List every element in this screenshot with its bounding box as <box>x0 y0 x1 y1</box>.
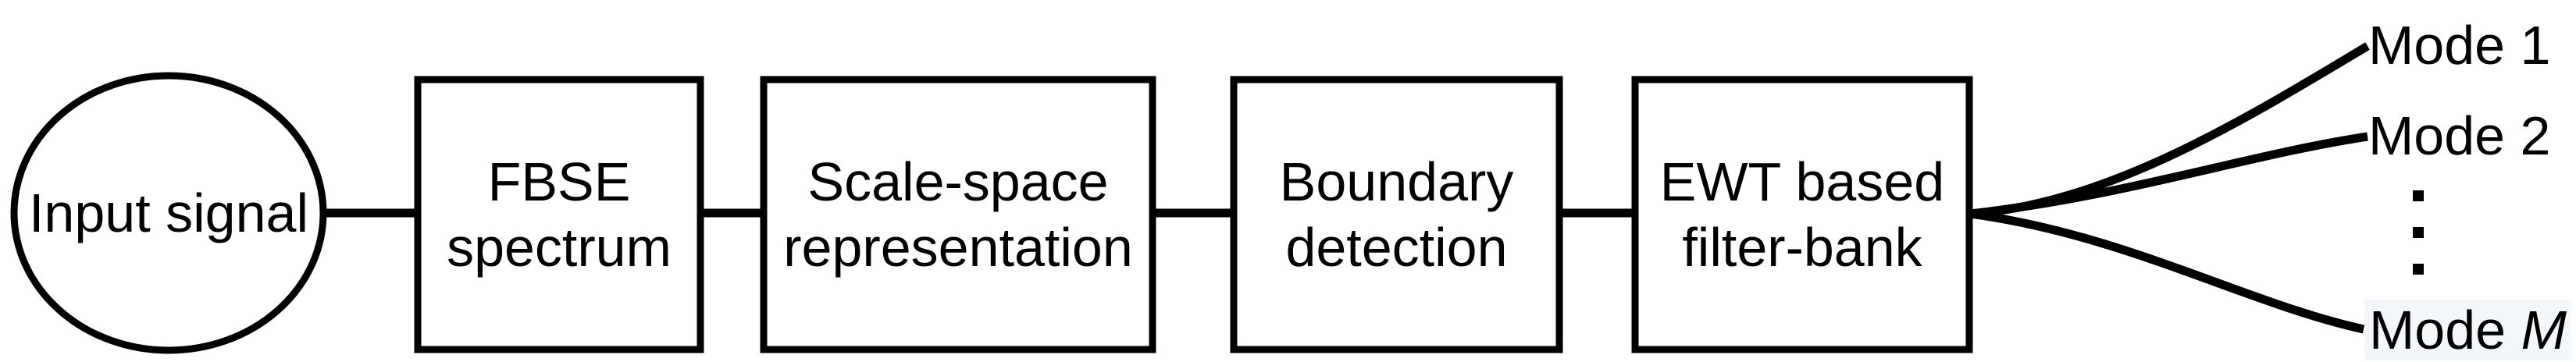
block-boundary-detection[interactable] <box>1230 76 1563 353</box>
vertical-ellipsis-icon <box>2413 190 2424 275</box>
ellipsis-dot-2 <box>2413 227 2424 238</box>
output-mode-m-index: M <box>2521 300 2567 360</box>
output-mode-1-text: Mode 1 <box>2368 15 2551 76</box>
branch-to-mode-2 <box>1969 132 2368 218</box>
output-label-mode-m: Mode M <box>2364 300 2571 360</box>
input-signal-ellipse[interactable] <box>10 72 327 354</box>
output-mode-2-text: Mode 2 <box>2368 105 2551 166</box>
output-label-mode-1: Mode 1 <box>2368 18 2550 73</box>
block-ewt-filter-bank[interactable] <box>1631 76 1973 353</box>
branch-to-mode-1 <box>1969 42 2370 218</box>
ellipsis-dot-3 <box>2413 264 2424 275</box>
branch-to-mode-m <box>1969 209 2365 334</box>
output-label-mode-2: Mode 2 <box>2368 108 2550 163</box>
ellipsis-dot-1 <box>2413 190 2424 201</box>
block-scale-space-representation[interactable] <box>760 76 1156 353</box>
output-mode-m-text: Mode <box>2369 300 2521 360</box>
block-fbse-spectrum[interactable] <box>414 76 704 353</box>
